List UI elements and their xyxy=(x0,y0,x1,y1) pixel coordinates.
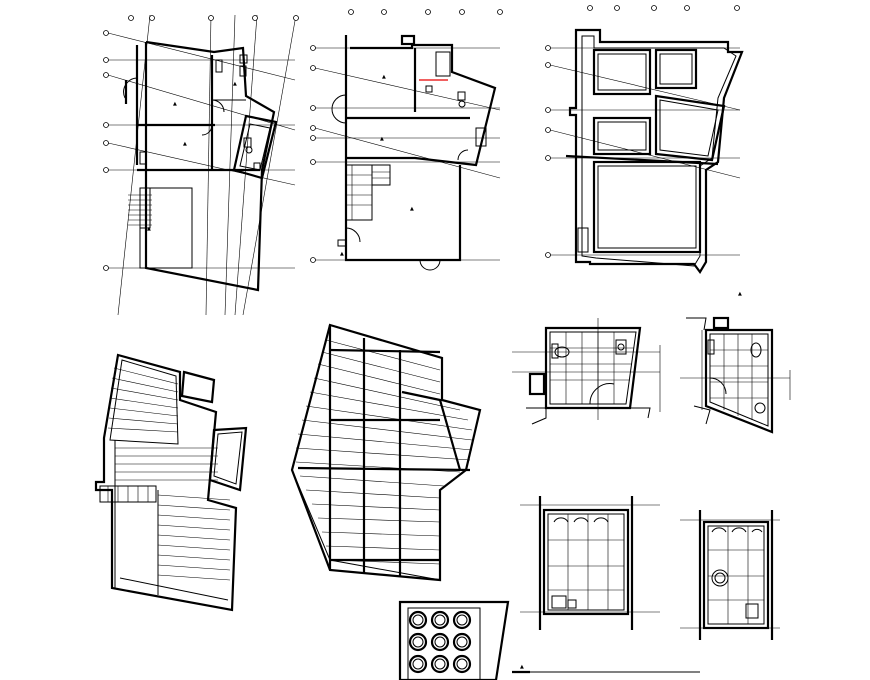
tile-grid-b xyxy=(710,334,768,420)
section-elevation-b xyxy=(680,510,780,640)
roof-plan-b xyxy=(290,323,482,582)
room-marker: ▲ xyxy=(147,226,151,232)
grid-bubbles-top-c xyxy=(587,5,740,11)
room-marker: ▲ xyxy=(233,81,237,87)
tile-grid-a xyxy=(550,332,634,404)
room-marker: ▲ xyxy=(340,251,344,257)
stair-treads-a xyxy=(128,187,152,229)
panel-grid-a xyxy=(548,514,624,610)
room-marker: ▲ xyxy=(738,291,742,297)
room-marker: ▲ xyxy=(382,74,386,80)
room-marker: ▲ xyxy=(183,141,187,147)
grid-bubbles-left-b xyxy=(310,45,316,263)
grid-bubbles-left-a xyxy=(103,30,109,271)
section-elevation-a xyxy=(520,496,660,630)
floor-plan-b: ▲ ▲ ▲ ▲ xyxy=(310,9,503,271)
room-marker: ▲ xyxy=(520,664,524,670)
grid-bubbles-top-b xyxy=(348,9,503,15)
room-marker: ▲ xyxy=(410,206,414,212)
grid-bubbles-top-a xyxy=(128,15,299,21)
bathroom-detail-a xyxy=(512,318,661,425)
floor-plan-a: ▲ ▲ ▲ ▲ xyxy=(103,14,299,316)
roof-hatch-b xyxy=(295,339,473,565)
circle-array-detail: ▲ xyxy=(398,600,700,680)
grid-bubbles-left-c xyxy=(545,45,551,258)
room-marker: ▲ xyxy=(380,136,384,142)
floor-plan-c: ▲ xyxy=(545,5,744,297)
panel-grid-b xyxy=(708,526,764,624)
circle-array xyxy=(408,610,472,674)
bathroom-detail-b xyxy=(680,316,791,434)
room-marker: ▲ xyxy=(173,101,177,107)
roof-hatch-a xyxy=(107,367,231,581)
roof-plan-a xyxy=(94,353,248,612)
